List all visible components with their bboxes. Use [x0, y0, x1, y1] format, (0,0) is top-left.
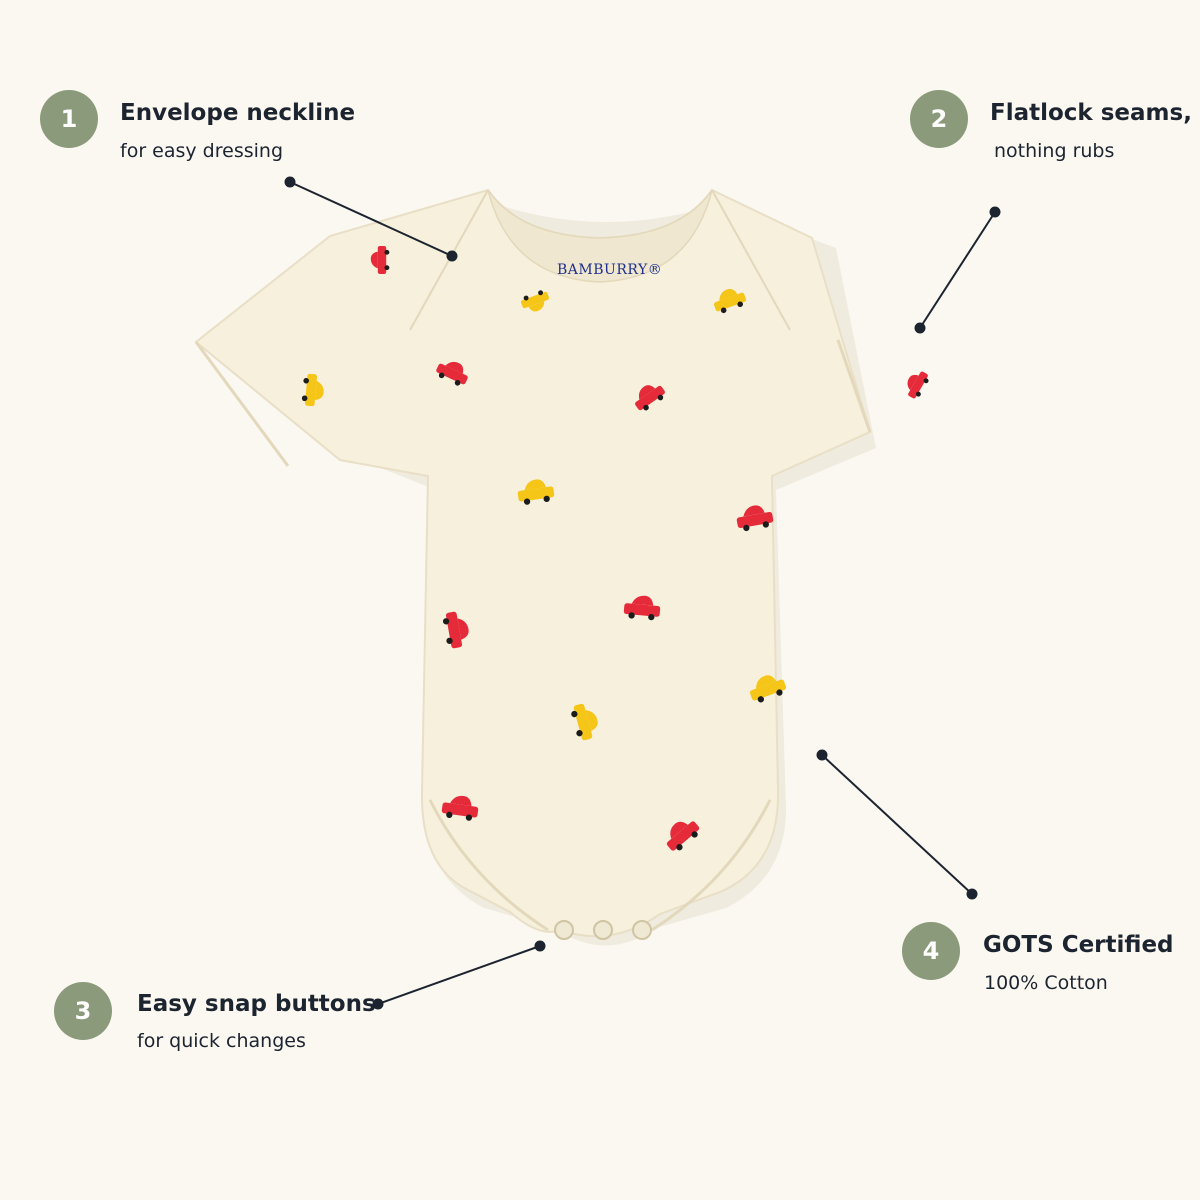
- callout-2-subtitle: nothing rubs: [994, 140, 1115, 162]
- callout-3-badge: 3: [54, 982, 112, 1040]
- snap-button: [554, 920, 574, 940]
- leader-line-1: [289, 181, 453, 257]
- leader-dot-3b: [534, 940, 546, 952]
- leader-line-2: [919, 211, 996, 329]
- leader-dot-4a: [816, 749, 828, 761]
- callout-1-subtitle: for easy dressing: [120, 140, 284, 162]
- snap-button: [632, 920, 652, 940]
- callout-3-subtitle: for quick changes: [137, 1030, 306, 1052]
- callout-4-title: GOTS Certified: [983, 932, 1174, 958]
- snap-buttons: [554, 920, 652, 940]
- callout-3-title: Easy snap buttons: [137, 991, 376, 1017]
- callout-2-badge: 2: [910, 90, 968, 148]
- envelope-right: [711, 189, 791, 331]
- left-leg-hem: [428, 799, 549, 932]
- callout-2-title: Flatlock seams,: [990, 100, 1192, 126]
- leader-dot-1a: [284, 176, 296, 188]
- callout-1-badge: 1: [40, 90, 98, 148]
- right-leg-hem: [651, 799, 772, 932]
- leader-dot-4b: [966, 888, 978, 900]
- callout-4-subtitle: 100% Cotton: [984, 972, 1108, 994]
- leader-line-3: [377, 945, 541, 1005]
- leader-dot-3a: [372, 998, 384, 1010]
- left-sleeve-hem: [194, 341, 290, 467]
- leader-dot-2b: [914, 322, 926, 334]
- right-sleeve-hem: [836, 339, 872, 433]
- callout-4-badge: 4: [902, 922, 960, 980]
- snap-button: [593, 920, 613, 940]
- leader-line-4: [821, 754, 973, 895]
- callout-1-title: Envelope neckline: [120, 100, 356, 126]
- leader-dot-2a: [989, 206, 1001, 218]
- leader-lines: [284, 176, 1001, 1010]
- leader-dot-1b: [446, 250, 458, 262]
- brand-label: BAMBURRY®: [557, 262, 663, 278]
